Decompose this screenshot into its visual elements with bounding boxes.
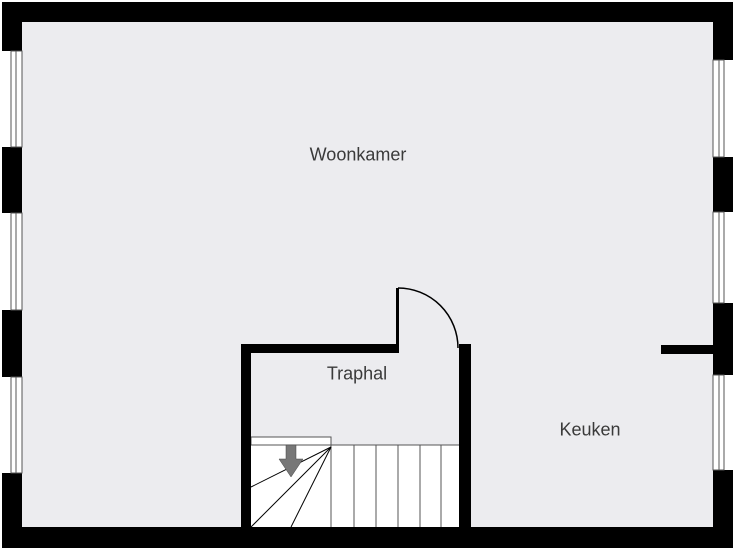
window-right-3 — [712, 374, 725, 471]
hall-walls — [241, 344, 471, 528]
window-left-2 — [10, 212, 23, 311]
window-left-1 — [10, 50, 23, 148]
stair-direction-arrow-icon — [278, 444, 304, 478]
room-label-woonkamer: Woonkamer — [309, 144, 407, 165]
windows — [10, 50, 725, 474]
hall-door — [396, 287, 459, 349]
window-right-2 — [712, 211, 725, 304]
window-right-1 — [712, 59, 725, 158]
staircase — [250, 436, 459, 528]
window-left-3 — [10, 376, 23, 474]
room-label-keuken: Keuken — [559, 419, 621, 440]
floor — [21, 21, 714, 528]
room-label-traphal: Traphal — [326, 363, 388, 384]
